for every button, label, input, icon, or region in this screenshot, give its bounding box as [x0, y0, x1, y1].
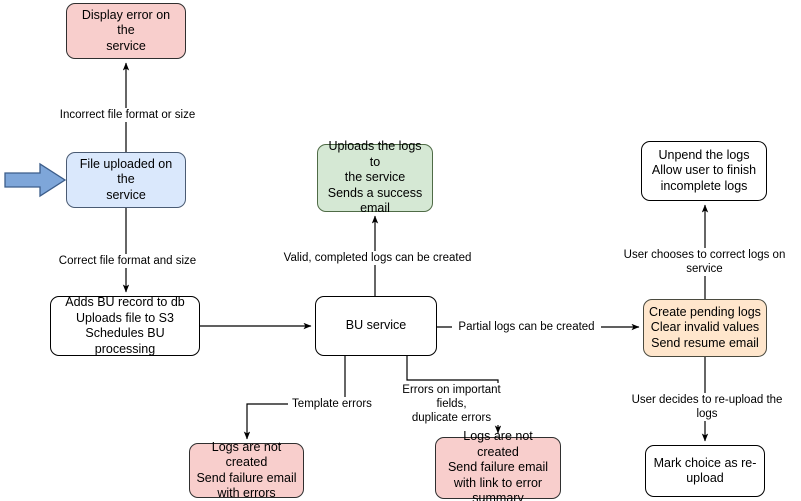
- edge-label-incorrect-file: Incorrect file format or size: [54, 108, 201, 122]
- node-unpend-logs[interactable]: Unpend the logs Allow user to finish inc…: [641, 141, 767, 201]
- edge-label-template-errors: Template errors: [288, 397, 376, 411]
- edge-label-partial-logs: Partial logs can be created: [452, 320, 601, 334]
- edge-label-important-field-errors: Errors on important fields, duplicate er…: [391, 383, 512, 425]
- node-logs-not-created-template[interactable]: Logs are not created Send failure email …: [189, 440, 304, 500]
- node-uploads-logs[interactable]: Uploads the logs to the service Sends a …: [317, 139, 433, 215]
- node-bu-service[interactable]: BU service: [315, 296, 437, 356]
- node-mark-choice-reupload[interactable]: Mark choice as re- upload: [645, 445, 765, 497]
- start-block-arrow-icon: [4, 162, 67, 198]
- edge-label-valid-logs: Valid, completed logs can be created: [278, 251, 477, 265]
- node-logs-not-created-errors[interactable]: Logs are not created Send failure email …: [435, 429, 561, 501]
- node-create-pending-logs[interactable]: Create pending logs Clear invalid values…: [643, 299, 767, 357]
- edge-label-re-upload: User decides to re-upload the logs: [619, 393, 795, 421]
- node-display-error[interactable]: Display error on the service: [66, 3, 186, 59]
- node-file-uploaded[interactable]: File uploaded on the service: [66, 152, 186, 208]
- edge-label-correct-on-service: User chooses to correct logs on service: [604, 248, 801, 276]
- edge-label-correct-file: Correct file format and size: [54, 254, 201, 268]
- node-adds-bu-record[interactable]: Adds BU record to db Uploads file to S3 …: [50, 295, 200, 356]
